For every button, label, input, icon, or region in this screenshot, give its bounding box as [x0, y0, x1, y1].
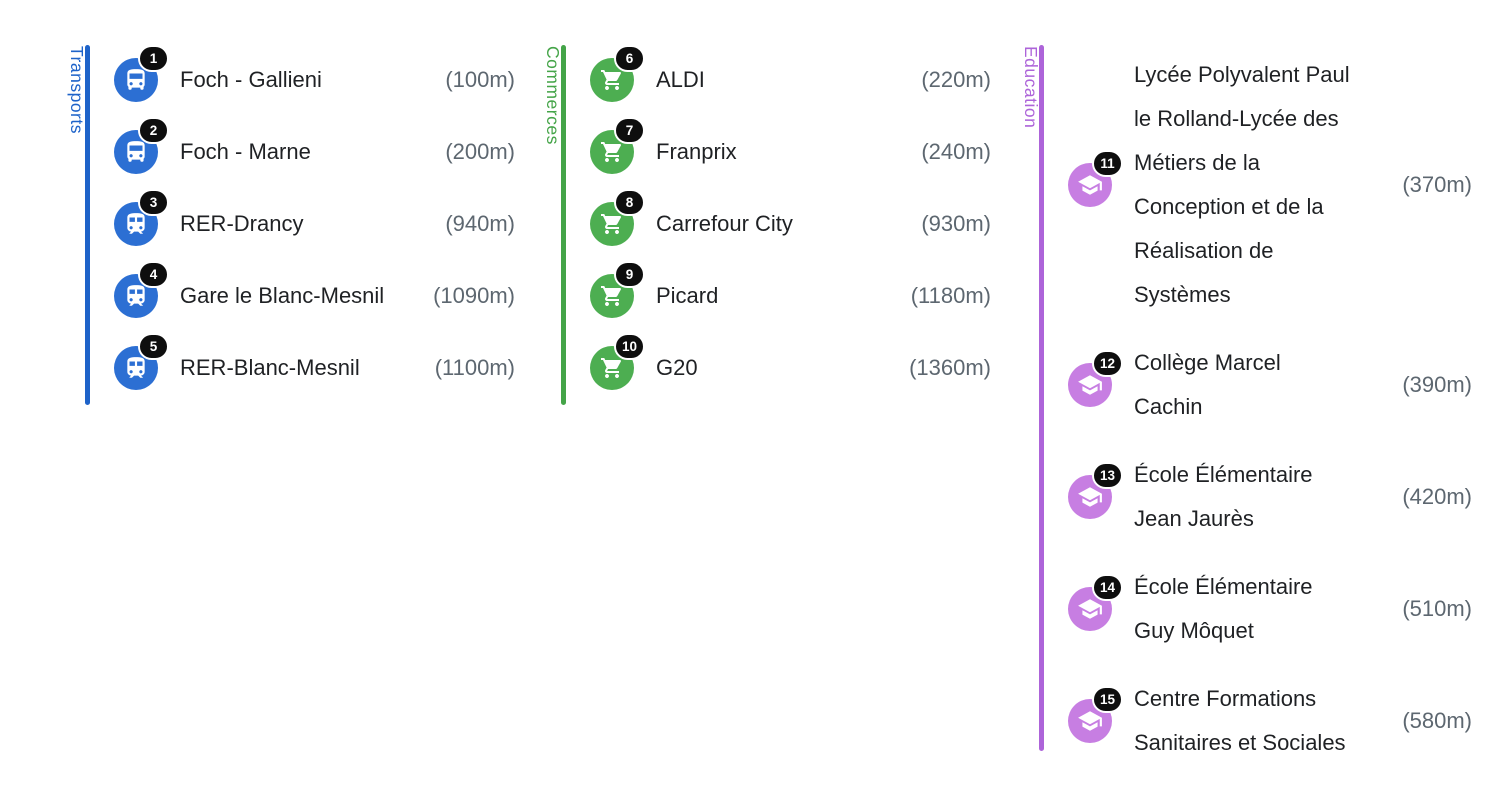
section-label-education: Education [1021, 46, 1041, 129]
poi-marker: 2 [114, 117, 169, 174]
poi-row-rer-blanc-mesnil[interactable]: 5 RER-Blanc-Mesnil (1100m) [114, 333, 515, 393]
poi-row-foch-marne[interactable]: 2 Foch - Marne (200m) [114, 117, 515, 177]
poi-row-gare-le-blanc-mesnil[interactable]: 4 Gare le Blanc-Mesnil (1090m) [114, 261, 515, 321]
poi-row-aldi[interactable]: 6 ALDI (220m) [590, 45, 991, 105]
poi-marker: 10 [590, 333, 645, 390]
transports-label-rail: Transports [55, 45, 87, 134]
poi-marker: 6 [590, 45, 645, 102]
poi-distance: (200m) [445, 139, 515, 164]
poi-distance: (240m) [921, 139, 991, 164]
poi-distance: (940m) [445, 211, 515, 236]
poi-rank-badge: 2 [138, 117, 169, 144]
poi-name: Franprix [656, 139, 737, 164]
education-items: 11 Lycée Polyvalent Paul le Rolland-Lycé… [1068, 45, 1472, 789]
poi-row-carrefour-city[interactable]: 8 Carrefour City (930m) [590, 189, 991, 249]
poi-distance: (420m) [1402, 484, 1472, 509]
poi-name: Centre Formations Sanitaires et Sociales [1134, 686, 1346, 755]
poi-rank-badge: 14 [1092, 574, 1123, 601]
poi-marker: 7 [590, 117, 645, 174]
poi-marker: 1 [114, 45, 169, 102]
poi-marker: 9 [590, 261, 645, 318]
poi-rank-badge: 3 [138, 189, 169, 216]
poi-name: École Élémentaire Guy Môquet [1134, 574, 1313, 643]
poi-row-ecole-guy-moquet[interactable]: 14 École Élémentaire Guy Môquet (510m) [1068, 565, 1472, 653]
poi-rank-badge: 13 [1092, 462, 1123, 489]
commerces-label-rail: Commerces [531, 45, 563, 145]
section-label-transports: Transports [67, 46, 87, 134]
poi-marker: 13 [1068, 462, 1123, 519]
poi-distance: (100m) [445, 67, 515, 92]
poi-row-college-marcel-cachin[interactable]: 12 Collège Marcel Cachin (390m) [1068, 341, 1472, 429]
poi-rank-badge: 4 [138, 261, 169, 288]
education-accent-line [1039, 45, 1044, 751]
poi-rank-badge: 12 [1092, 350, 1123, 377]
poi-name: Picard [656, 283, 719, 308]
poi-rank-badge: 15 [1092, 686, 1123, 713]
poi-row-foch-gallieni[interactable]: 1 Foch - Gallieni (100m) [114, 45, 515, 105]
poi-marker: 3 [114, 189, 169, 246]
poi-rank-badge: 11 [1092, 150, 1123, 177]
poi-name: RER-Blanc-Mesnil [180, 355, 360, 380]
poi-rank-badge: 8 [614, 189, 645, 216]
poi-distance: (1180m) [910, 283, 991, 308]
education-label-rail: Education [1009, 45, 1041, 129]
poi-row-lycee-paul-le-rolland[interactable]: 11 Lycée Polyvalent Paul le Rolland-Lycé… [1068, 53, 1472, 317]
poi-marker: 5 [114, 333, 169, 390]
poi-distance: (1090m) [433, 283, 515, 308]
poi-name: Foch - Marne [180, 139, 311, 164]
poi-name: École Élémentaire Jean Jaurès [1134, 462, 1313, 531]
poi-marker: 12 [1068, 350, 1123, 407]
poi-rank-badge: 9 [614, 261, 645, 288]
poi-row-ecole-jean-jaures[interactable]: 13 École Élémentaire Jean Jaurès (420m) [1068, 453, 1472, 541]
poi-marker: 14 [1068, 574, 1123, 631]
poi-rank-badge: 10 [614, 333, 645, 360]
poi-distance: (370m) [1402, 172, 1472, 197]
poi-name: Lycée Polyvalent Paul le Rolland-Lycée d… [1134, 62, 1350, 307]
poi-distance: (1360m) [909, 355, 991, 380]
transports-accent-line [85, 45, 90, 405]
poi-row-centre-formations[interactable]: 15 Centre Formations Sanitaires et Socia… [1068, 677, 1472, 765]
poi-row-picard[interactable]: 9 Picard (1180m) [590, 261, 991, 321]
poi-distance: (580m) [1402, 708, 1472, 733]
poi-name: G20 [656, 355, 698, 380]
poi-marker: 15 [1068, 686, 1123, 743]
poi-row-franprix[interactable]: 7 Franprix (240m) [590, 117, 991, 177]
section-label-commerces: Commerces [543, 46, 563, 145]
poi-distance: (390m) [1402, 372, 1472, 397]
poi-distance: (930m) [921, 211, 991, 236]
poi-name: RER-Drancy [180, 211, 304, 236]
section-commerces: Commerces 6 ALDI (220m) 7 Franprix (240m… [531, 45, 991, 415]
poi-rank-badge: 1 [138, 45, 169, 72]
poi-name: Gare le Blanc-Mesnil [180, 283, 385, 308]
poi-name: Carrefour City [656, 211, 793, 236]
commerces-accent-line [561, 45, 566, 405]
poi-distance: (510m) [1402, 596, 1472, 621]
poi-name: ALDI [656, 67, 705, 92]
poi-distance: (220m) [921, 67, 991, 92]
poi-marker: 8 [590, 189, 645, 246]
poi-rank-badge: 6 [614, 45, 645, 72]
section-education: Education 11 Lycée Polyvalent Paul le Ro… [1009, 45, 1472, 789]
poi-row-rer-drancy[interactable]: 3 RER-Drancy (940m) [114, 189, 515, 249]
poi-name: Collège Marcel Cachin [1134, 350, 1281, 419]
poi-name: Foch - Gallieni [180, 67, 322, 92]
poi-row-g20[interactable]: 10 G20 (1360m) [590, 333, 991, 393]
poi-marker: 4 [114, 261, 169, 318]
poi-rank-badge: 5 [138, 333, 169, 360]
poi-rank-badge: 7 [614, 117, 645, 144]
poi-distance: (1100m) [434, 355, 515, 380]
transports-items: 1 Foch - Gallieni (100m) 2 Foch - Marne … [114, 45, 515, 415]
commerces-items: 6 ALDI (220m) 7 Franprix (240m) 8 Carref… [590, 45, 991, 415]
section-transports: Transports 1 Foch - Gallieni (100m) 2 Fo… [55, 45, 515, 415]
poi-marker: 11 [1068, 150, 1123, 207]
